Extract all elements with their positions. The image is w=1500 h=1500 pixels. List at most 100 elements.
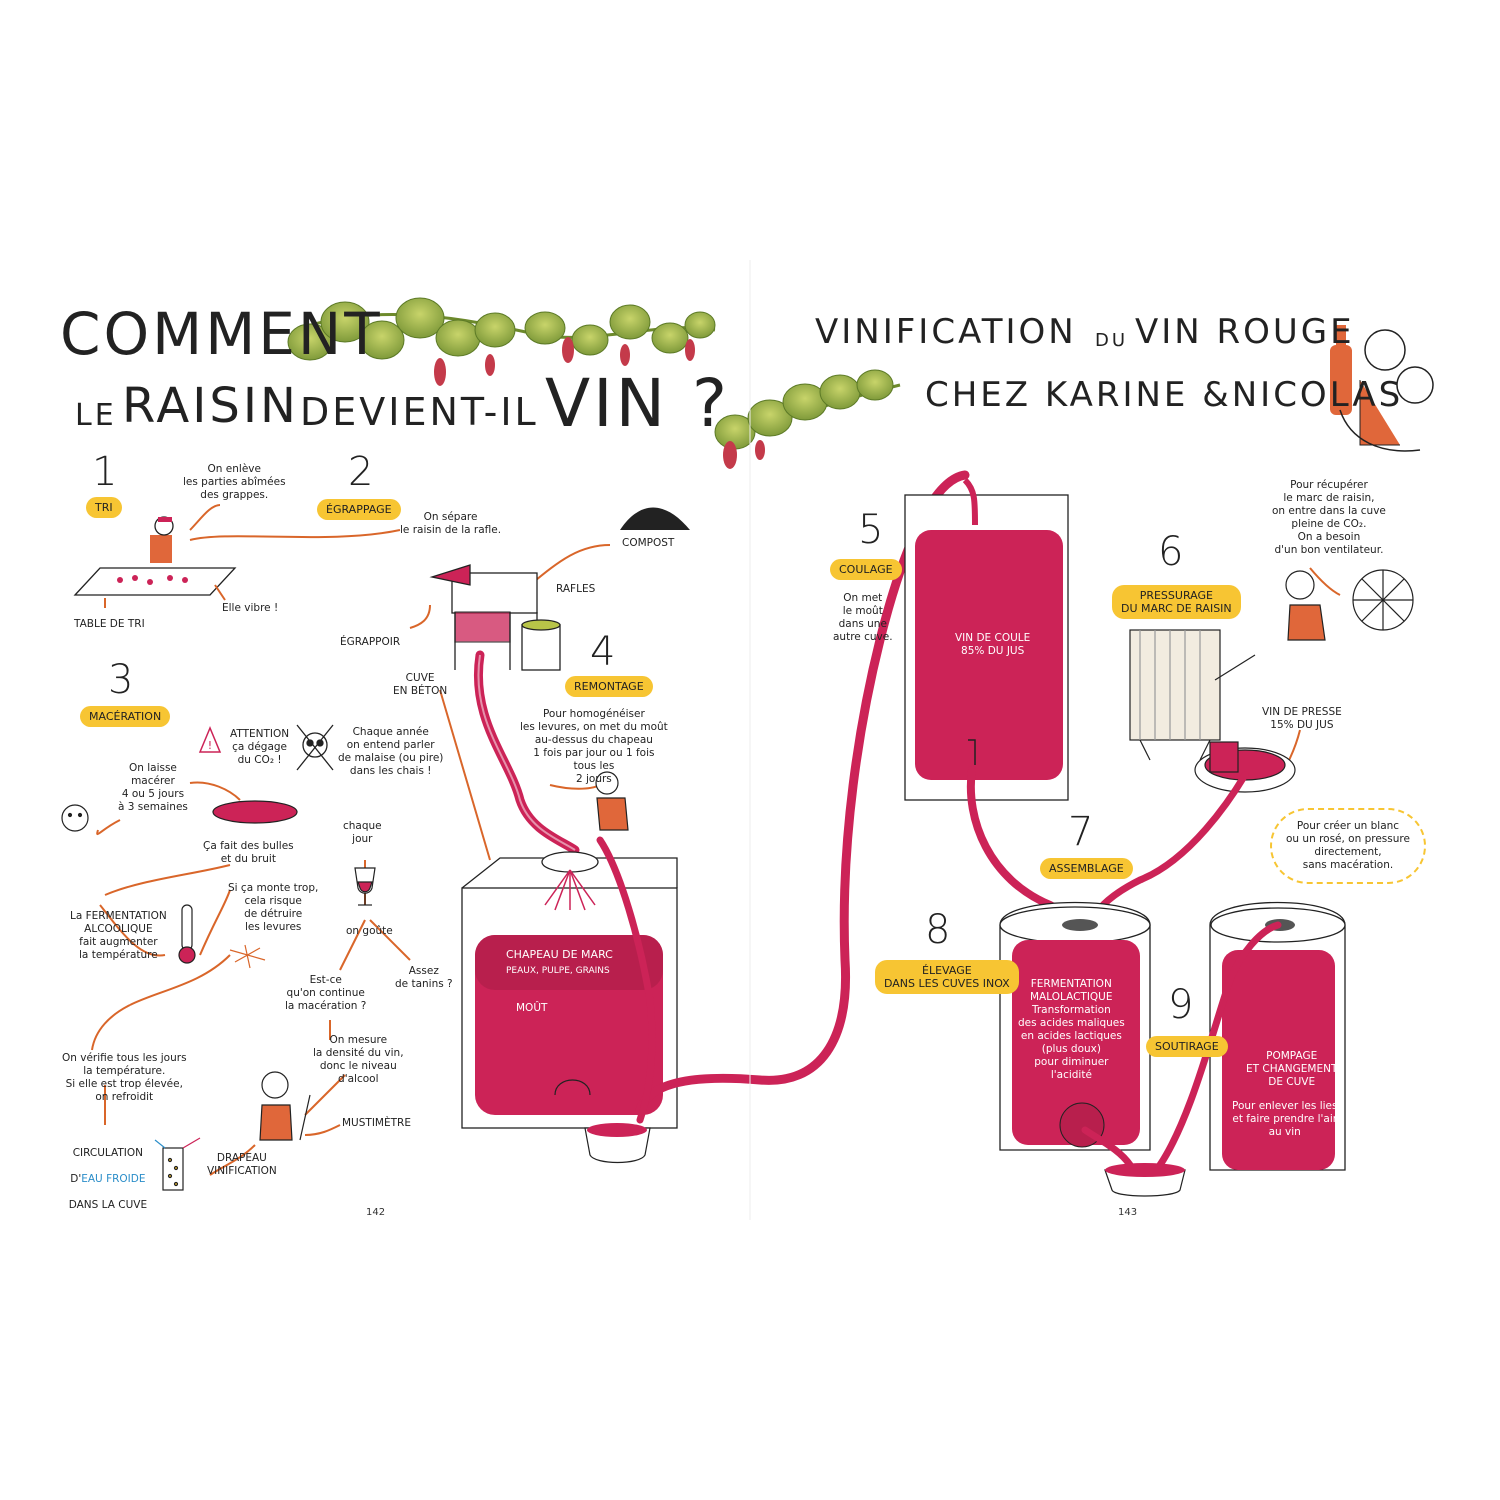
- note-elle-vibre: Elle vibre !: [222, 602, 279, 614]
- stainless-tank-racking: [1209, 901, 1346, 1171]
- step-4-label: REMONTAGE: [565, 676, 653, 697]
- circulation-line1: CIRCULATION: [72, 1147, 144, 1159]
- note-met-mout: On met le moût dans une autre cuve.: [833, 592, 893, 643]
- circulation-eau-froide: EAU FROIDE: [81, 1173, 146, 1185]
- note-laisse-macerer: On laisse macérer 4 ou 5 jours à 3 semai…: [118, 762, 188, 813]
- note-attention: ATTENTION ça dégage du CO₂ !: [230, 728, 290, 766]
- note-tanins: Assez de tanins ?: [395, 965, 453, 990]
- note-verifie: On vérifie tous les jours la température…: [62, 1052, 187, 1103]
- vine-garland-right: [714, 369, 901, 469]
- label-chapeau-de-marc: CHAPEAU DE MARC: [506, 948, 613, 961]
- note-cuve-beton: CUVE EN BÉTON: [393, 672, 448, 697]
- text-pompage: Pour enlever les lies et faire prendre l…: [1232, 1100, 1338, 1138]
- title-left-vin: VIN ?: [545, 365, 730, 442]
- step-4-number: 4: [590, 629, 616, 675]
- sorting-table-illustration: [73, 516, 237, 596]
- cooling-tube-icon: [154, 1137, 201, 1191]
- note-mustimetre: MUSTIMÈTRE: [342, 1117, 411, 1129]
- note-bulles: Ça fait des bulles et du bruit: [203, 840, 294, 865]
- title-left-devient: DEVIENT-IL: [300, 390, 539, 434]
- vine-garland-left: [287, 297, 716, 386]
- note-mesure: On mesure la densité du vin, donc le niv…: [313, 1034, 404, 1085]
- title-right-du: DU: [1095, 330, 1129, 351]
- title-right-vin-rouge: VIN ROUGE: [1135, 312, 1355, 352]
- grape-mass-disk: [212, 800, 298, 824]
- note-si-monte: Si ça monte trop, cela risque de détruir…: [228, 882, 319, 933]
- step-8-number: 8: [925, 907, 951, 953]
- title-right-chez: CHEZ KARINE &NICOLAS: [925, 375, 1404, 415]
- note-malaise: Chaque année on entend parler de malaise…: [338, 726, 444, 777]
- label-chapeau-sub: PEAUX, PULPE, GRAINS: [506, 966, 610, 976]
- warning-triangle-icon: !: [198, 726, 222, 753]
- racking-basin: [1104, 1163, 1186, 1197]
- pipe-press-to-assemblage: [1086, 771, 1249, 929]
- wine-glass-icon: [354, 867, 376, 906]
- note-on-goute: on goûte: [346, 925, 393, 937]
- note-table-tri: TABLE DE TRI: [74, 618, 145, 630]
- step-2-number: 2: [348, 449, 374, 495]
- circulation-prefix: D': [70, 1173, 82, 1185]
- winemaker-with-mustimeter-illustration: [259, 1071, 311, 1141]
- step-6-number: 6: [1158, 529, 1184, 575]
- step-2-label: ÉGRAPPAGE: [317, 499, 401, 520]
- step-8-label: ÉLEVAGE DANS LES CUVES INOX: [875, 960, 1019, 994]
- note-drapeau: DRAPEAU VINIFICATION: [207, 1152, 277, 1177]
- title-right-vinification: VINIFICATION: [815, 312, 1077, 352]
- circulation-line3: DANS LA CUVE: [68, 1199, 148, 1211]
- coulage-tank: [904, 477, 1069, 801]
- step-9-number: 9: [1168, 982, 1194, 1028]
- pipe-remontage-loop: [596, 836, 656, 1124]
- title-left-le: LE: [75, 398, 117, 433]
- step-5-number: 5: [858, 507, 884, 553]
- step-8-label-text: ÉLEVAGE DANS LES CUVES INOX: [884, 964, 1010, 990]
- person-head-icon: [61, 804, 89, 832]
- note-tri-remove: On enlève les parties abîmées des grappe…: [183, 463, 286, 501]
- label-vin-de-coule: VIN DE COULE 85% DU JUS: [955, 632, 1031, 657]
- pipe-basin-to-racking-tank: [1156, 921, 1282, 1169]
- note-recuperer: Pour récupérer le marc de raisin, on ent…: [1272, 479, 1386, 556]
- step-7-number: 7: [1068, 809, 1094, 855]
- note-egrappoir: ÉGRAPPOIR: [340, 636, 401, 648]
- step-6-label-text: PRESSURAGE DU MARC DE RAISIN: [1121, 589, 1232, 615]
- note-continue: Est-ce qu'on continue la macération ?: [285, 974, 367, 1012]
- step-3-number: 3: [108, 657, 134, 703]
- note-compost: COMPOST: [622, 537, 675, 549]
- note-blanc-rose: Pour créer un blanc ou un rosé, on press…: [1270, 808, 1426, 884]
- destemmer-machine-illustration: [429, 564, 561, 671]
- dead-yeast-icon: [229, 944, 266, 969]
- step-3-label: MACÉRATION: [80, 706, 171, 727]
- note-circulation: CIRCULATION D'EAU FROIDE DANS LA CUVE: [62, 1134, 147, 1212]
- skull-icon: [296, 724, 334, 771]
- svg-text:!: !: [208, 739, 212, 752]
- page-number-right: 143: [1118, 1207, 1138, 1218]
- label-fermentation-malolactique: FERMENTATION MALOLACTIQUE: [1030, 978, 1113, 1003]
- step-9-label: SOUTIRAGE: [1146, 1036, 1228, 1057]
- text-fermentation-malolactique: Transformation des acides maliques en ac…: [1018, 1004, 1125, 1081]
- thermometer-icon: [178, 904, 196, 964]
- step-1-number: 1: [92, 449, 118, 495]
- compost-pile: [620, 507, 690, 530]
- label-pompage: POMPAGE ET CHANGEMENT DE CUVE: [1246, 1050, 1338, 1088]
- step-1-label: TRI: [86, 497, 122, 518]
- couple-with-bottle-illustration: [1330, 325, 1434, 452]
- concrete-tank: [461, 851, 678, 1164]
- winemaker-pumping-over-illustration: [595, 771, 629, 831]
- note-separe: On sépare le raisin de la rafle.: [400, 511, 502, 536]
- title-left-line1: COMMENT: [60, 300, 383, 368]
- page-number-left: 142: [366, 1207, 386, 1218]
- note-chaque-jour: chaque jour: [343, 820, 382, 845]
- fan-icon: [1352, 569, 1414, 631]
- step-6-label: PRESSURAGE DU MARC DE RAISIN: [1112, 585, 1241, 619]
- step-5-label: COULAGE: [830, 559, 902, 580]
- label-mout: MOÛT: [516, 1002, 548, 1014]
- note-rafles: RAFLES: [556, 583, 596, 595]
- pipe-malolactic-to-basin: [1081, 1126, 1134, 1169]
- title-left-raisin: RAISIN: [122, 378, 299, 434]
- person-in-cellar-illustration: [1285, 570, 1326, 641]
- note-vin-presse: VIN DE PRESSE 15% DU JUS: [1262, 706, 1342, 731]
- wine-press-illustration: [1129, 629, 1296, 793]
- step-7-label: ASSEMBLAGE: [1040, 858, 1133, 879]
- note-remontage: Pour homogénéiser les levures, on met du…: [520, 708, 668, 785]
- note-fermentation-alcoolique: La FERMENTATION ALCOOLIQUE fait augmente…: [70, 910, 167, 961]
